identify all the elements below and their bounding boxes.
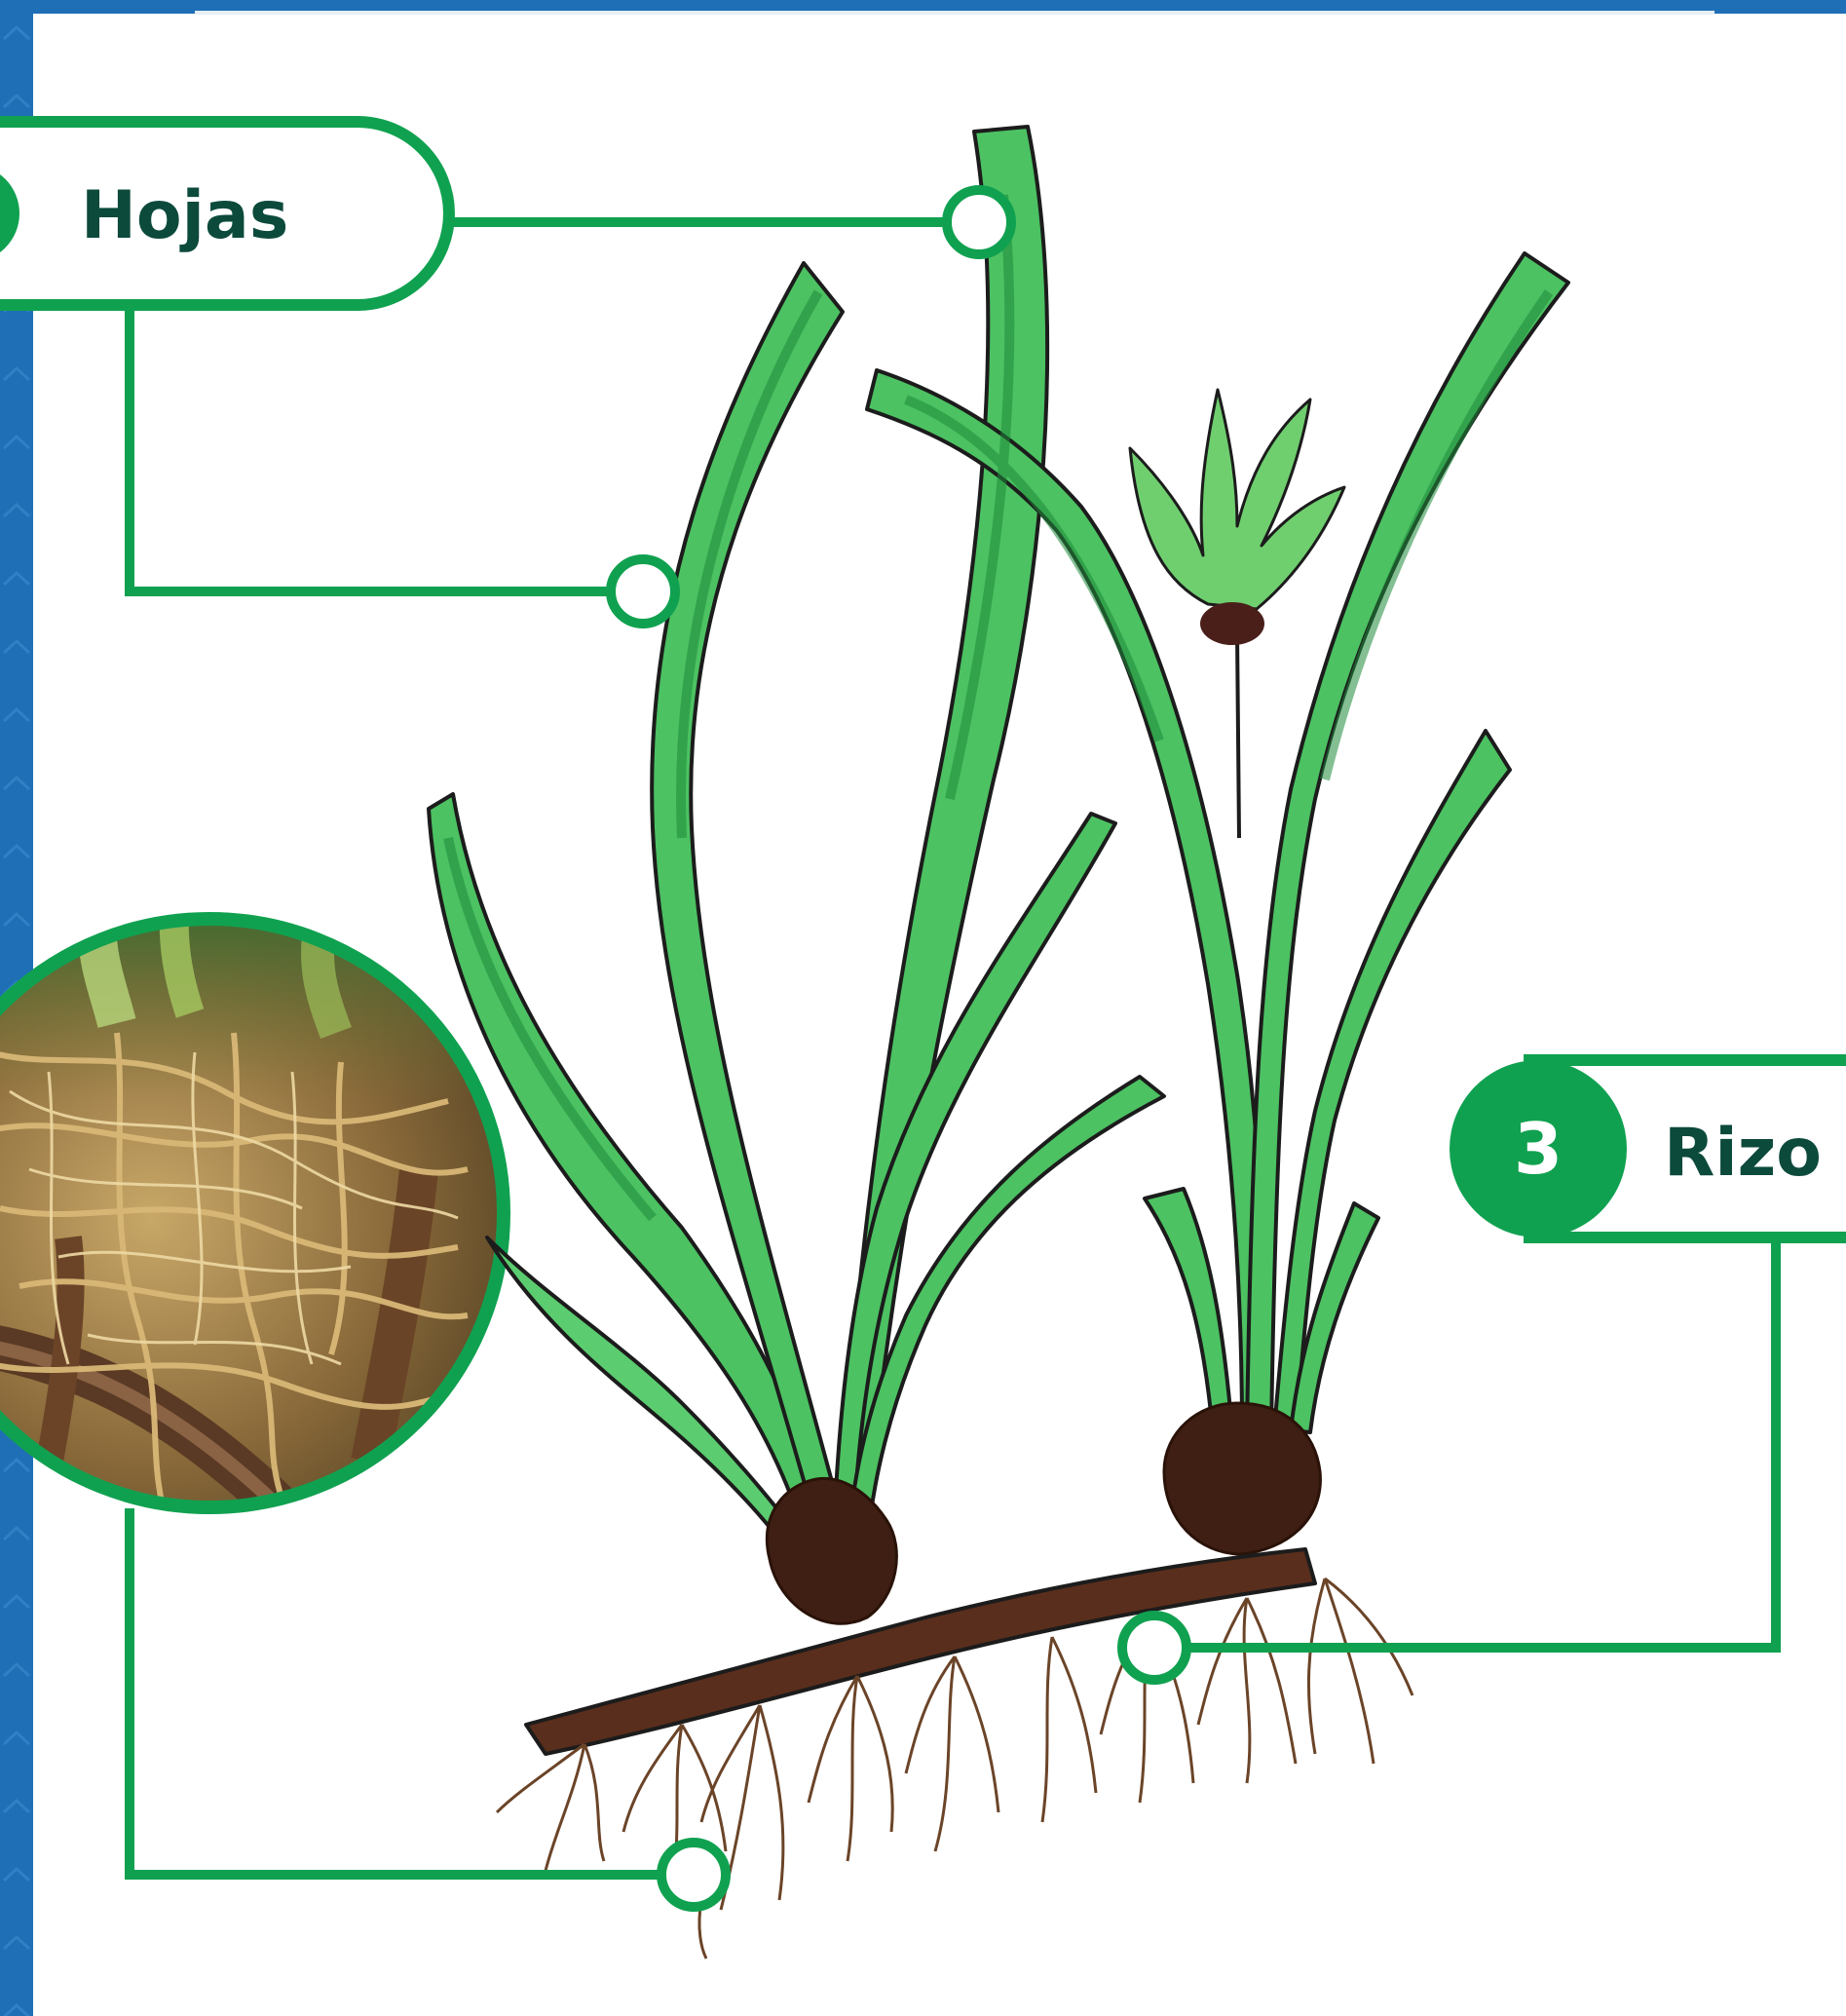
ring-connector-icon bbox=[661, 1843, 726, 1907]
ring-connector-icon bbox=[611, 559, 675, 624]
label-rizoma-text: Rizo bbox=[1664, 1121, 1822, 1187]
ring-connector-icon bbox=[1122, 1616, 1187, 1680]
connector-hojas-left bbox=[130, 292, 616, 591]
label-rizoma-number: 3 bbox=[1489, 1114, 1587, 1184]
roots-photo-circle bbox=[0, 896, 526, 1530]
seagrass-illustration bbox=[429, 127, 1568, 1959]
ring-connector-icon bbox=[947, 190, 1011, 254]
label-hojas-text: Hojas bbox=[81, 183, 288, 249]
connector-raices bbox=[130, 1508, 662, 1875]
